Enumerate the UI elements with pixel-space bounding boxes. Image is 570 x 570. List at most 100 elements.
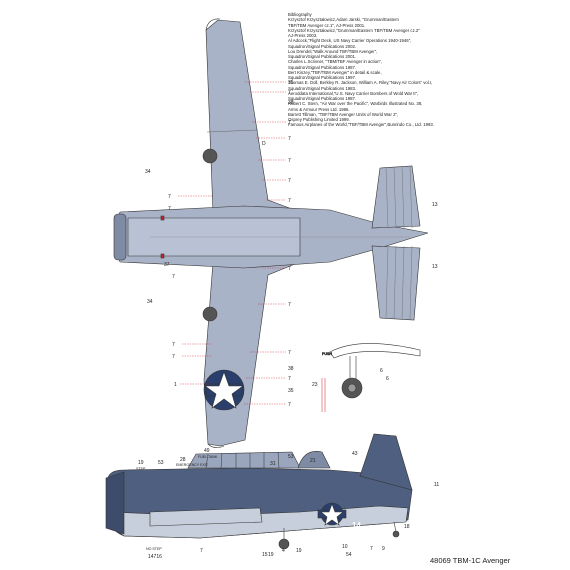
bibliography: Bibliography Krzysztof Krzyształowicz,Ad… bbox=[288, 12, 558, 128]
bibliography-line: AJ-Press 2003. bbox=[288, 33, 318, 38]
bibliography-line: Krzysztof Krzyształowicz,Adam Jarski, "G… bbox=[288, 17, 399, 23]
callout-label: 6 bbox=[386, 376, 389, 382]
callout-label: 13 bbox=[432, 264, 438, 270]
callout-label: 34 bbox=[145, 169, 151, 175]
wing-tip bbox=[207, 443, 225, 448]
bibliography-line: Squadron/Signal Publications 1983. bbox=[288, 85, 357, 91]
canopy-frames bbox=[205, 451, 280, 469]
roundel-star bbox=[204, 371, 244, 409]
callout-label: 10 bbox=[342, 544, 348, 550]
callout-label: 53 bbox=[288, 454, 294, 460]
plan-view bbox=[113, 18, 429, 448]
side-view: 14 bbox=[105, 433, 413, 550]
tail-callouts: 13 13 bbox=[432, 202, 438, 270]
callout-label: 49 bbox=[204, 448, 210, 454]
canopy-side bbox=[187, 451, 301, 469]
vertical-tail bbox=[359, 433, 413, 491]
main-wheel bbox=[202, 306, 218, 322]
red-stencil bbox=[321, 378, 326, 412]
callout-label: 7 bbox=[288, 90, 291, 96]
callout-label: 54 bbox=[346, 552, 352, 558]
callout-label: 14716 bbox=[148, 554, 162, 560]
callout-label: 38 bbox=[288, 100, 294, 106]
gear-door bbox=[329, 343, 421, 359]
callout-label: 34 bbox=[147, 299, 153, 305]
callout-label: 6 bbox=[380, 368, 383, 374]
horizontal-stabilizer bbox=[371, 165, 421, 229]
callout-label: 23 bbox=[312, 382, 318, 388]
bibliography-line: Arms & Armour Press Ltd. 1986. bbox=[288, 106, 350, 112]
callout-label: 7 bbox=[288, 266, 291, 272]
bibliography-line: Squadron/Signal Publications 1987. bbox=[288, 96, 357, 101]
callout-label: 7 bbox=[288, 158, 291, 164]
bibliography-line: Squadron/Signal Publications 1997. bbox=[288, 75, 357, 80]
fuselage-code: 14 bbox=[352, 521, 361, 530]
bibliography-line: Squadron/Signal Publications 2001. bbox=[288, 54, 357, 59]
callout-label: 7 bbox=[288, 376, 291, 382]
callout-label: 7 bbox=[370, 546, 373, 552]
lower-wing bbox=[203, 261, 301, 447]
tailwheel-strut bbox=[393, 521, 397, 533]
turret bbox=[297, 451, 331, 469]
bibliography-line: Lou Drendel,"Walk Around TBF/TBM Avenger… bbox=[288, 48, 378, 54]
callout-label: 11 bbox=[434, 482, 439, 488]
gear-detail: PUSH 23 6 6 bbox=[312, 343, 421, 412]
callout-label: 4 bbox=[282, 548, 285, 554]
callout-label: 43 bbox=[352, 451, 358, 457]
callout-label: 7 bbox=[288, 302, 291, 308]
stencil-label: NO STEP bbox=[146, 547, 162, 551]
bibliography-line: Squadron/Signal Publications 2002. bbox=[288, 43, 357, 49]
callout-label: 7 bbox=[288, 402, 291, 408]
gear-hub bbox=[347, 383, 357, 393]
gear-stencil: PUSH bbox=[322, 352, 332, 356]
bibliography-line: Bert Kinzey,"TBF/TBM Avenger" in detail … bbox=[288, 69, 382, 75]
stencil-label: EMERGENCY EXIT bbox=[176, 463, 209, 467]
wing-fold-line bbox=[206, 129, 259, 133]
callout-label: 21 bbox=[310, 458, 316, 464]
engine-cowling bbox=[113, 213, 127, 261]
callout-label: 7 bbox=[172, 274, 175, 280]
callout-label: 13 bbox=[432, 202, 438, 208]
elevator-ribs bbox=[385, 166, 413, 320]
bibliography-heading: Bibliography bbox=[288, 12, 312, 17]
callout-label: 7 bbox=[168, 194, 171, 200]
side-top-callouts: 19 53 28 49 31 53 21 43 11 STEP EMERGENC… bbox=[136, 448, 439, 488]
bibliography-line: Robert C. Stern, "Air War over the Pacif… bbox=[288, 101, 423, 107]
red-marker bbox=[160, 253, 165, 259]
callout-label: 31 bbox=[270, 461, 276, 467]
main-gear-wheel bbox=[278, 538, 290, 550]
main-wheel bbox=[202, 148, 218, 164]
callout-label: 7 bbox=[172, 342, 175, 348]
drawing-caption: 48069 TBM-1C Avenger bbox=[430, 556, 511, 565]
callout-label: 7 bbox=[288, 120, 291, 126]
callout-label: 7 bbox=[168, 206, 171, 212]
callout-label: 19 bbox=[138, 460, 144, 466]
callout-label: 7 bbox=[200, 548, 203, 554]
stencil-label: FUEL TANK bbox=[198, 455, 218, 459]
side-bottom-callouts: NO STEP 14716 7 15 19 4 19 10 54 7 9 18 bbox=[146, 524, 410, 560]
callout-label: 7 bbox=[288, 178, 291, 184]
callout-label: 15 bbox=[262, 552, 268, 558]
horizontal-stabilizer bbox=[371, 245, 421, 321]
stencil-label: STEP bbox=[136, 467, 146, 471]
engine-cowl-side bbox=[105, 471, 125, 535]
bibliography-line: TBF/TBM Avenger cz.1", AJ-Press 2001. bbox=[288, 22, 366, 28]
callout-label: 53 bbox=[158, 460, 164, 466]
upper-wing-callouts: 35 7 38 7 7 D 34 7 7 7 7 7 bbox=[145, 80, 294, 212]
bibliography-line: Osprey Publishing Limited 1999. bbox=[288, 117, 350, 122]
bibliography-line: Al Adcock,"Flight Deck, US Navy Carrier … bbox=[288, 38, 412, 44]
roundel-star bbox=[320, 503, 344, 526]
bibliography-line: Aeroddata International,"U.S. Navy Carri… bbox=[288, 90, 419, 96]
callout-label: 35 bbox=[288, 388, 294, 394]
wing-tip bbox=[205, 18, 221, 31]
bibliography-line: Krzysztof Krzyształowicz,"Grumman/Easter… bbox=[288, 27, 420, 33]
callout-label: 7 bbox=[172, 354, 175, 360]
red-marker bbox=[160, 215, 165, 221]
callout-label: 1 bbox=[174, 382, 177, 388]
leader-lines bbox=[178, 81, 286, 405]
bibliography-line: Barrett Tillman, "TBF/TBM Avenger Units … bbox=[288, 111, 399, 117]
bibliography-line: Squadron/Signal Publications 1987. bbox=[288, 64, 357, 70]
bibliography-line: Thomas E. Doll, Berkley R. Jackson, Will… bbox=[288, 80, 433, 86]
